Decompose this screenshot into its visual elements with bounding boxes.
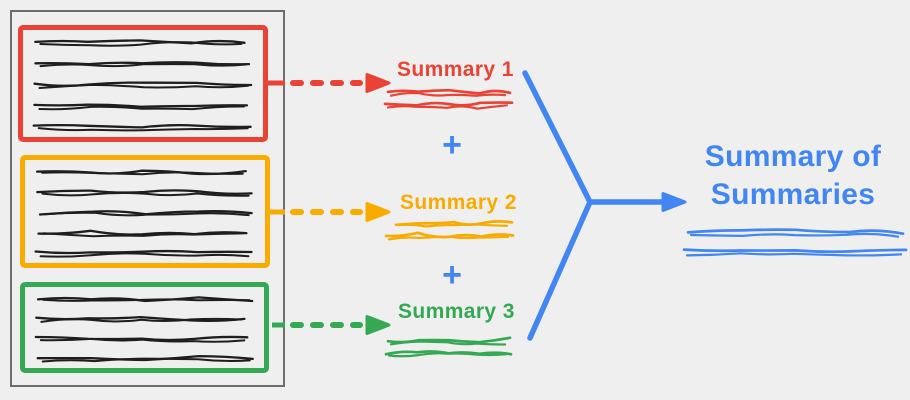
- dashed-arrow-2: [270, 202, 391, 222]
- plus-icon: +: [442, 126, 462, 164]
- dashed-arrow-3: [272, 315, 391, 335]
- summary-1-scribble: [383, 88, 514, 110]
- handwritten-lines-chunk-2: [34, 169, 253, 258]
- summary-of-summaries-title: Summary of Summaries: [704, 140, 882, 211]
- handwritten-lines-chunk-1: [32, 39, 253, 132]
- summary-3-label: Summary 3: [398, 300, 515, 323]
- document-chunk-3: [20, 282, 269, 373]
- document-chunk-1: [18, 25, 268, 142]
- handwritten-lines-chunk-3: [34, 296, 254, 363]
- summary-1-label: Summary 1: [397, 58, 514, 81]
- source-document: [10, 10, 285, 387]
- merge-arrow: [522, 70, 687, 341]
- document-chunk-2: [20, 155, 270, 268]
- dashed-arrow-1: [268, 73, 391, 93]
- plus-icon: +: [442, 256, 462, 294]
- summary-3-scribble: [384, 336, 513, 358]
- summary-2-scribble: [384, 220, 515, 241]
- result-scribble: [682, 228, 908, 257]
- summary-2-label: Summary 2: [400, 191, 517, 214]
